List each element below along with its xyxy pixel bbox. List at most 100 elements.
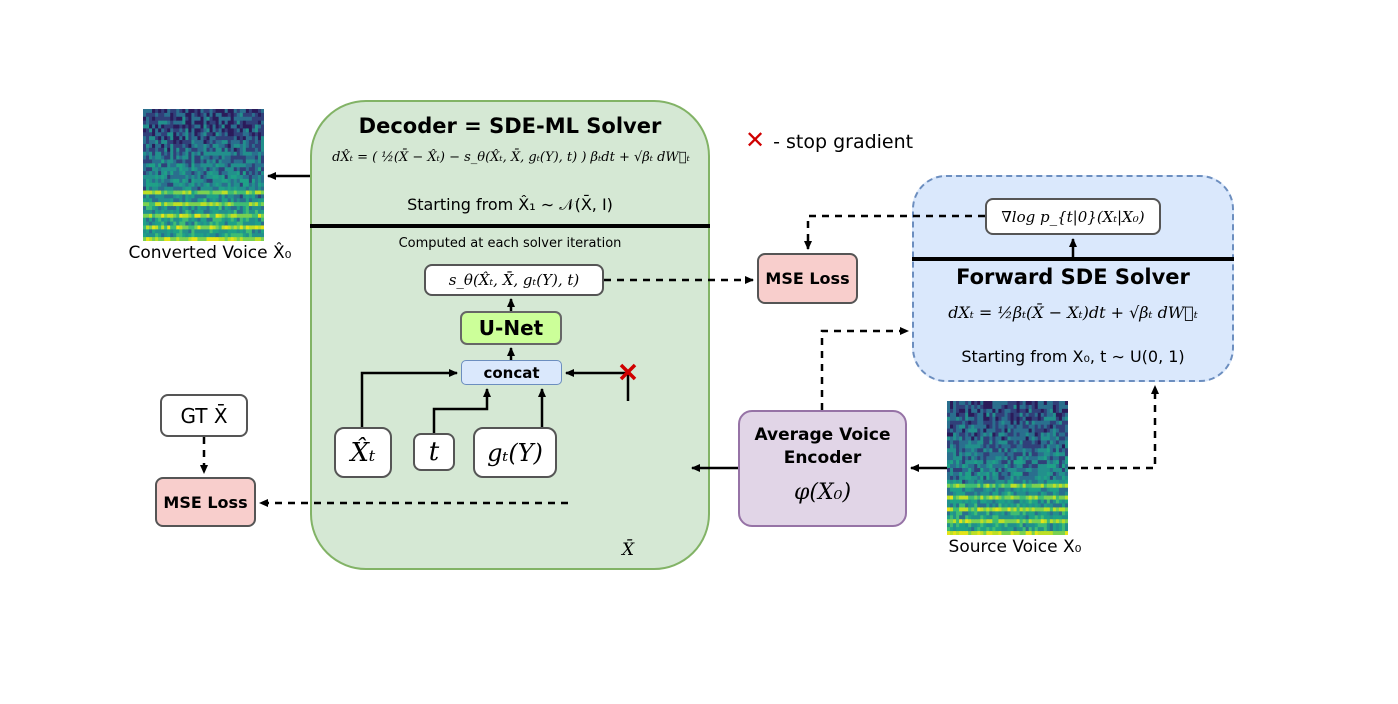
spectrogram-cell xyxy=(149,132,153,137)
spectrogram-cell xyxy=(242,186,247,192)
spectrogram-cell xyxy=(200,221,205,227)
spectrogram-cell xyxy=(968,448,972,453)
spectrogram-cell xyxy=(194,136,199,141)
spectrogram-cell xyxy=(191,221,196,227)
spectrogram-cell xyxy=(200,213,205,219)
spectrogram-cell xyxy=(146,143,150,149)
spectrogram-cell xyxy=(215,120,220,126)
spectrogram-cell xyxy=(974,401,978,406)
spectrogram-cell xyxy=(1034,460,1039,465)
spectrogram-cell xyxy=(242,109,247,114)
spectrogram-cell xyxy=(158,237,162,241)
spectrogram-cell xyxy=(950,460,954,465)
spectrogram-cell xyxy=(1025,416,1030,422)
spectrogram-cell xyxy=(1037,436,1042,442)
spectrogram-cell xyxy=(146,120,150,126)
spectrogram-cell xyxy=(236,147,241,153)
spectrogram-cell xyxy=(203,120,208,126)
spectrogram-cell xyxy=(950,408,954,414)
spectrogram-cell xyxy=(206,140,211,145)
spectrogram-cell xyxy=(185,178,189,184)
spectrogram-cell xyxy=(191,132,196,137)
spectrogram-cell xyxy=(1004,444,1009,449)
spectrogram-cell xyxy=(215,233,220,238)
spectrogram-cell xyxy=(1007,503,1012,509)
spectrogram-cell xyxy=(1046,511,1051,516)
spectrogram-cell xyxy=(146,229,150,234)
spectrogram-cell xyxy=(188,112,193,118)
spectrogram-cell xyxy=(203,124,208,130)
spectrogram-cell xyxy=(161,186,165,192)
spectrogram-cell xyxy=(962,456,966,461)
spectrogram-cell xyxy=(977,460,981,465)
spectrogram-cell xyxy=(236,132,241,137)
spectrogram-cell xyxy=(248,159,253,164)
spectrogram-cell xyxy=(959,420,963,426)
spectrogram-cell xyxy=(1016,483,1021,489)
spectrogram-cell xyxy=(1064,515,1068,520)
spectrogram-cell xyxy=(956,531,960,535)
spectrogram-cell xyxy=(152,217,156,223)
spectrogram-cell xyxy=(1007,464,1012,469)
spectrogram-cell xyxy=(962,428,966,434)
spectrogram-cell xyxy=(971,468,975,473)
spectrogram-cell xyxy=(989,507,993,512)
spectrogram-cell xyxy=(1013,404,1018,410)
spectrogram-cell xyxy=(1031,491,1036,497)
spectrogram-cell xyxy=(962,416,966,422)
spectrogram-cell xyxy=(167,229,171,234)
spectrogram-cell xyxy=(1061,428,1066,434)
spectrogram-cell xyxy=(1031,412,1036,418)
spectrogram-cell xyxy=(239,116,244,122)
spectrogram-cell xyxy=(248,167,253,172)
spectrogram-cell xyxy=(245,143,250,149)
spectrogram-cell xyxy=(176,116,180,122)
spectrogram-cell xyxy=(1061,491,1066,497)
spectrogram-cell xyxy=(248,112,253,118)
spectrogram-cell xyxy=(1049,519,1054,524)
spectrogram-cell xyxy=(176,198,180,203)
spectrogram-cell xyxy=(239,213,244,219)
spectrogram-cell xyxy=(995,499,1000,505)
spectrogram-cell xyxy=(167,237,171,241)
spectrogram-cell xyxy=(173,225,177,230)
spectrogram-cell xyxy=(1025,479,1030,485)
spectrogram-cell xyxy=(968,401,972,406)
spectrogram-cell xyxy=(1019,452,1024,457)
spectrogram-cell xyxy=(968,507,972,512)
spectrogram-cell xyxy=(194,120,199,126)
spectrogram-cell xyxy=(1025,527,1030,532)
spectrogram-cell xyxy=(1019,424,1024,430)
spectrogram-cell xyxy=(1025,401,1030,406)
spectrogram-cell xyxy=(1031,404,1036,410)
spectrogram-cell xyxy=(185,128,189,133)
input-t-box: t xyxy=(413,433,455,471)
spectrogram-cell xyxy=(182,190,186,196)
spectrogram-cell xyxy=(185,182,189,188)
spectrogram-cell xyxy=(953,456,957,461)
spectrogram-cell xyxy=(1040,424,1045,430)
spectrogram-cell xyxy=(218,206,223,211)
spectrogram-cell xyxy=(230,182,235,188)
spectrogram-cell xyxy=(194,159,199,164)
spectrogram-cell xyxy=(167,167,171,172)
spectrogram-cell xyxy=(212,116,217,122)
spectrogram-cell xyxy=(203,213,208,219)
spectrogram-cell xyxy=(227,209,232,215)
spectrogram-cell xyxy=(164,178,168,184)
spectrogram-cell xyxy=(239,124,244,130)
spectrogram-cell xyxy=(230,237,235,241)
spectrogram-cell xyxy=(971,495,975,501)
spectrogram-cell xyxy=(209,229,214,234)
spectrogram-cell xyxy=(995,519,1000,524)
spectrogram-cell xyxy=(1040,503,1045,509)
spectrogram-cell xyxy=(224,175,229,180)
spectrogram-cell xyxy=(1019,479,1024,485)
spectrogram-cell xyxy=(227,140,232,145)
spectrogram-cell xyxy=(179,186,183,192)
spectrogram-cell xyxy=(254,140,259,145)
spectrogram-cell xyxy=(1049,475,1054,481)
spectrogram-cell xyxy=(152,178,156,184)
spectrogram-cell xyxy=(227,213,232,219)
spectrogram-cell xyxy=(1016,432,1021,438)
